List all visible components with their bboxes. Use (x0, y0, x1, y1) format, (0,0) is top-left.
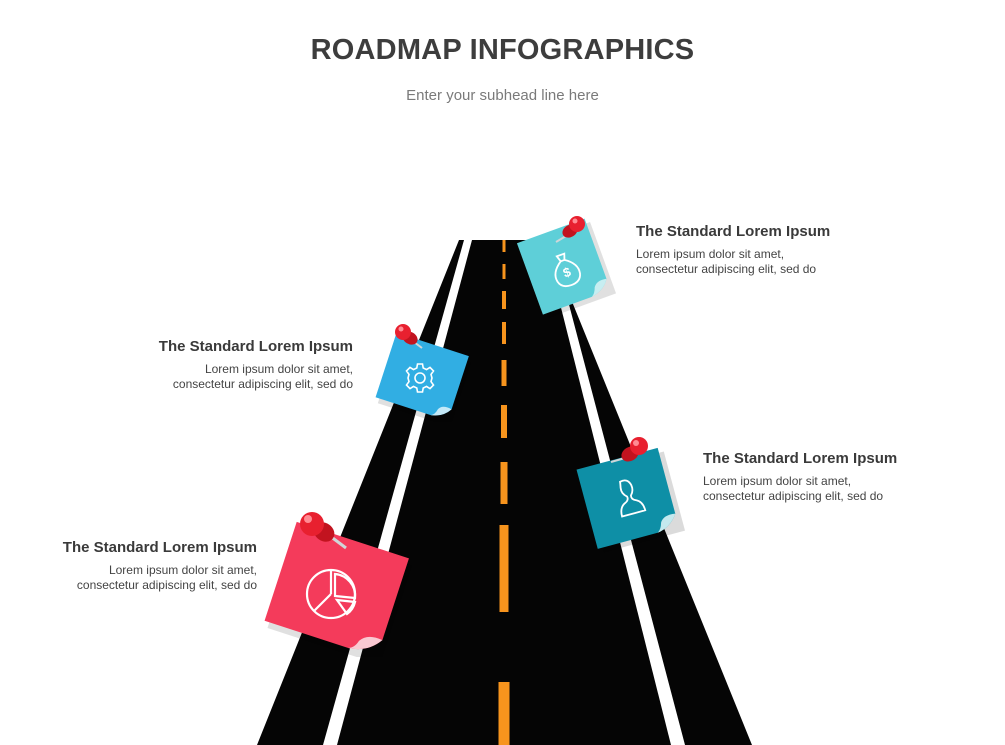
page-subhead: Enter your subhead line here (406, 87, 599, 104)
milestone-description: Lorem ipsum dolor sit amet, consectetur … (53, 362, 353, 392)
gear-icon (405, 363, 435, 393)
money-bag-icon: $ (554, 252, 581, 288)
center-dashed-line (498, 240, 510, 745)
pushpin-icon (300, 512, 347, 550)
milestone-description-line: Lorem ipsum dolor sit amet, (636, 247, 785, 261)
user-icon (618, 479, 647, 518)
milestone-text-gear: The Standard Lorem Ipsum Lorem ipsum dol… (53, 338, 353, 392)
sticky-note-pie-chart (264, 512, 412, 657)
milestone-description-line: Lorem ipsum dolor sit amet, (108, 563, 257, 577)
milestone-heading: The Standard Lorem Ipsum (62, 539, 257, 556)
milestone-description-line: Lorem ipsum dolor sit amet, (703, 474, 852, 488)
pushpin-icon (395, 324, 423, 349)
milestone-text-money: The Standard Lorem Ipsum Lorem ipsum dol… (636, 223, 936, 277)
sticky-note-gear (375, 324, 472, 422)
milestone-description: Lorem ipsum dolor sit amet, consectetur … (636, 247, 936, 277)
milestone-text-pie-chart: The Standard Lorem Ipsum Lorem ipsum dol… (0, 539, 257, 593)
milestone-heading: The Standard Lorem Ipsum (158, 338, 353, 355)
sticky-note-money: $ (516, 216, 617, 318)
milestone-description-line: consectetur adipiscing elit, sed do (172, 377, 353, 391)
milestone-description-line: consectetur adipiscing elit, sed do (76, 578, 257, 592)
milestone-heading: The Standard Lorem Ipsum (636, 223, 831, 240)
pie-chart-icon (305, 568, 357, 620)
pushpin-icon (555, 216, 585, 243)
milestone-description: Lorem ipsum dolor sit amet, consectetur … (0, 563, 257, 593)
sticky-note-user (576, 437, 686, 553)
milestone-description-line: consectetur adipiscing elit, sed do (703, 489, 884, 503)
milestone-description-line: consectetur adipiscing elit, sed do (636, 262, 817, 276)
milestone-description: Lorem ipsum dolor sit amet, consectetur … (703, 474, 1003, 504)
milestone-text-user: The Standard Lorem Ipsum Lorem ipsum dol… (703, 450, 1003, 504)
milestone-description-line: Lorem ipsum dolor sit amet, (204, 362, 353, 376)
page-title: ROADMAP INFOGRAPHICS (310, 34, 695, 66)
pushpin-icon (610, 437, 648, 463)
milestone-heading: The Standard Lorem Ipsum (703, 450, 898, 467)
